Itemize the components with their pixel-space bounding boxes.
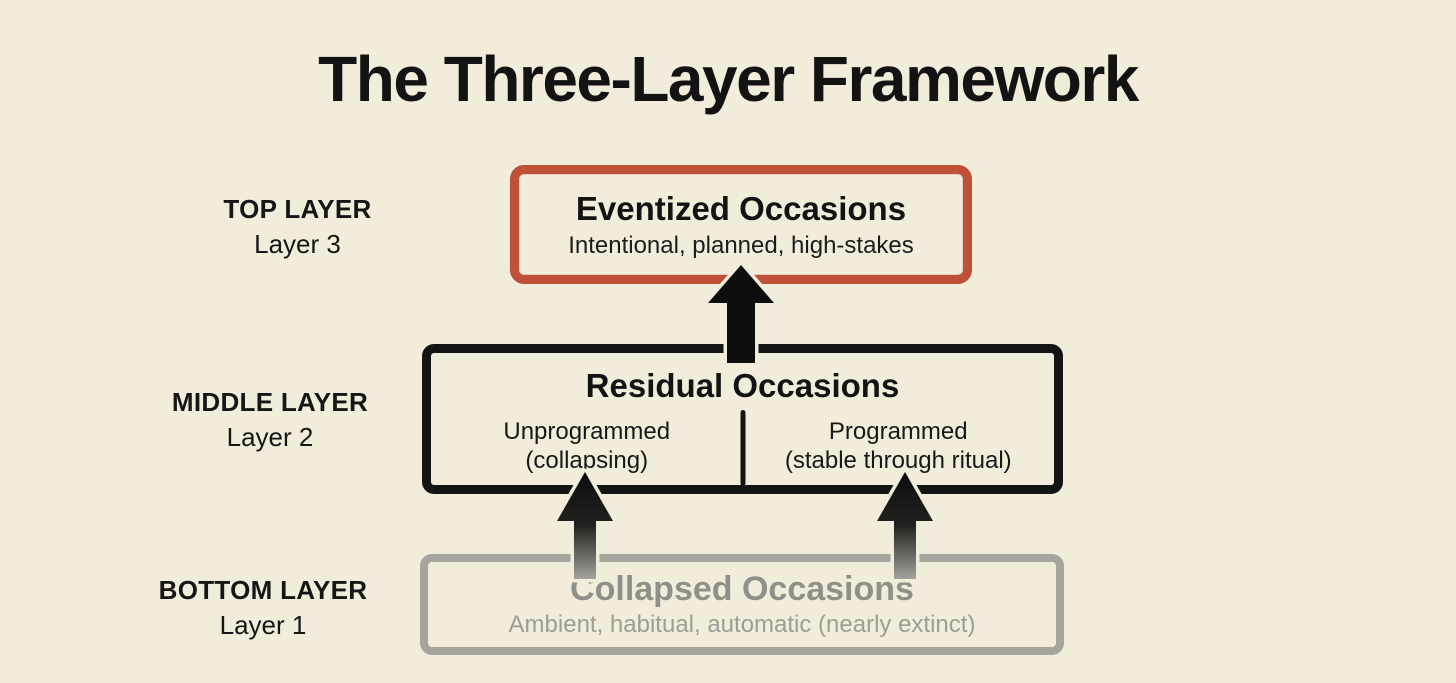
programmed-sublabel: (stable through ritual) [784, 447, 1012, 474]
diagram-title: The Three-Layer Framework [318, 43, 1139, 115]
side-label-top-layer: TOP LAYER Layer 3 [160, 193, 435, 260]
residual-occasions-title: Residual Occasions [585, 367, 900, 404]
unprogrammed-sublabel: (collapsing) [525, 447, 649, 474]
unprogrammed-column: Unprogrammed (collapsing) [431, 411, 743, 485]
collapsed-occasions-box: Collapsed Occasions Ambient, habitual, a… [420, 554, 1064, 655]
unprogrammed-label: Unprogrammed [503, 418, 671, 445]
residual-columns: Unprogrammed (collapsing) Programmed (st… [431, 411, 1054, 485]
programmed-column: Programmed (stable through ritual) [743, 411, 1055, 485]
top-layer-sublabel: Layer 3 [254, 229, 341, 259]
eventized-occasions-box: Eventized Occasions Intentional, planned… [510, 165, 972, 284]
middle-layer-sublabel: Layer 2 [226, 422, 314, 452]
collapsed-occasions-subtitle: Ambient, habitual, automatic (nearly ext… [508, 611, 976, 638]
middle-layer-label: MIDDLE LAYER [171, 387, 369, 417]
bottom-layer-sublabel: Layer 1 [219, 610, 307, 640]
residual-occasions-box: Residual Occasions Unprogrammed (collaps… [422, 344, 1063, 494]
column-divider-line [740, 410, 745, 486]
eventized-occasions-subtitle: Intentional, planned, high-stakes [568, 231, 914, 259]
top-layer-label: TOP LAYER [223, 194, 372, 224]
eventized-occasions-title: Eventized Occasions [575, 189, 907, 227]
side-label-bottom-layer: BOTTOM LAYER Layer 1 [110, 574, 416, 641]
bottom-layer-label: BOTTOM LAYER [158, 575, 368, 605]
programmed-label: Programmed [828, 418, 968, 445]
side-label-middle-layer: MIDDLE LAYER Layer 2 [120, 386, 420, 453]
collapsed-occasions-title: Collapsed Occasions [570, 570, 914, 608]
